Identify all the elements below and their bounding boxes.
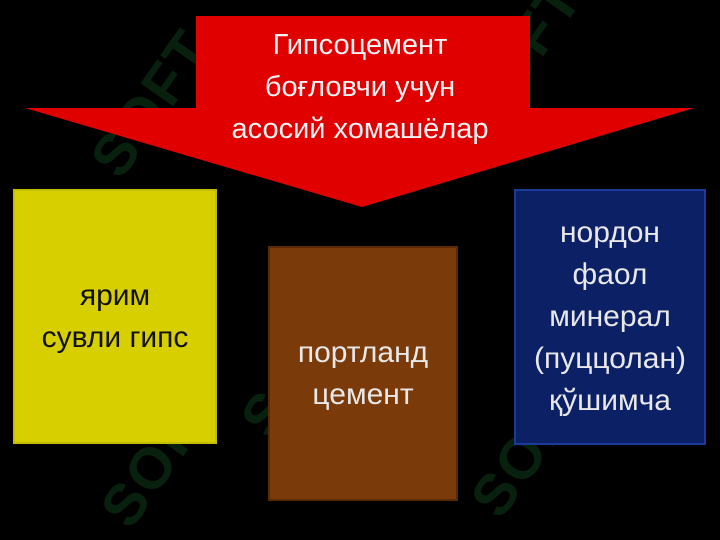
down-arrow [25,16,694,207]
box-label-line: ярим [79,278,151,312]
box-label-line: қўшимча [549,384,671,417]
hemihydrate-gypsum-box: ярим сувли гипс [13,189,217,444]
box-label-line: (пуццолан) [533,342,687,375]
box-label-line: минерал [549,300,671,333]
box-label-line: цемент [312,377,414,411]
arrow-title-line: боғловчи учун [264,71,456,103]
arrow-title-line: Гипсоцемент [272,29,448,61]
box-label-line: портланд [297,335,429,369]
box-label-line: сувли гипс [41,320,189,354]
box-label-line: фаол [572,258,648,291]
pozzolan-additive-box: нордон фаол минерал (пуццолан) қўшимча [514,189,706,445]
arrow-title: Гипсоцемент боғловчи учун асосий хомашёл… [200,24,520,150]
arrow-title-line: асосий хомашёлар [231,113,489,145]
box-label-line: нордон [559,216,660,249]
portland-cement-box: портланд цемент [268,246,458,501]
